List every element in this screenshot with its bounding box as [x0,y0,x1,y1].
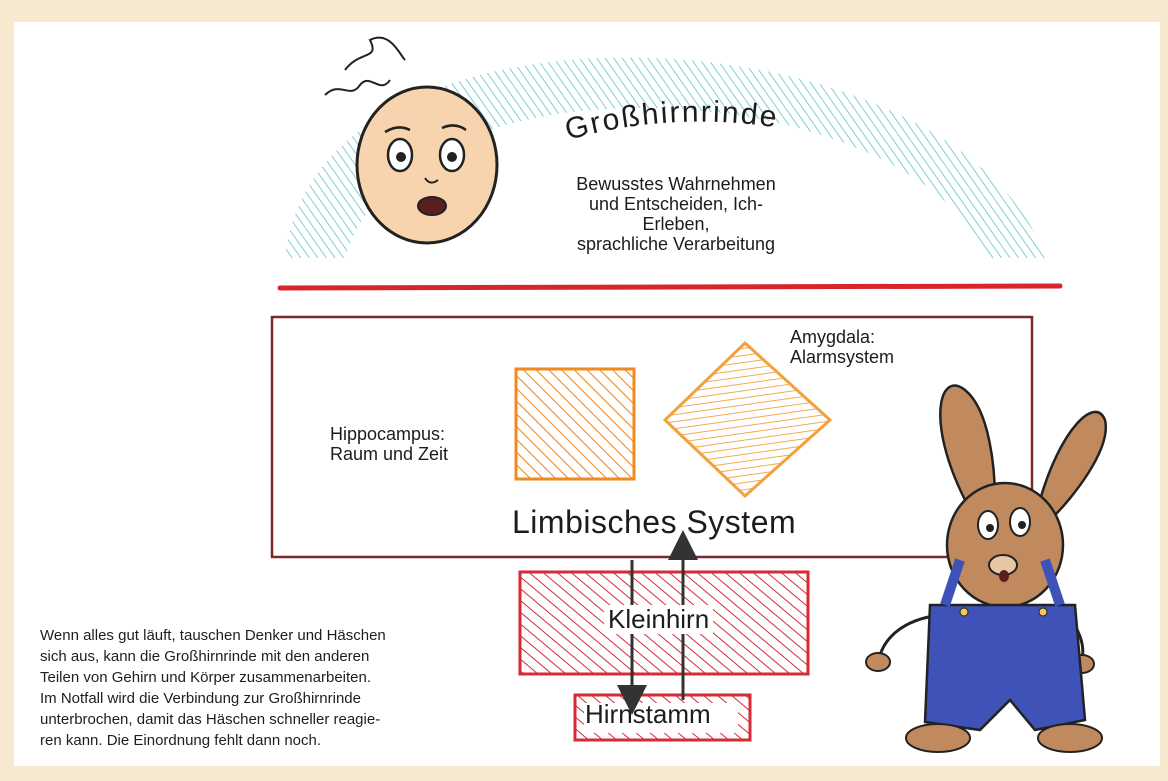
divider-line [280,286,1060,288]
cortex-description-line: sprachliche Verarbeitung [556,234,796,254]
limbic-system-title: Limbisches System [512,505,796,541]
cortex-title-text: Großhirnrinde [562,98,781,147]
caption: Wenn alles gut läuft, tauschen Denker un… [40,625,460,751]
caption-line: unterbrochen, damit das Häschen schnelle… [40,709,460,730]
caption-line: ren kann. Die Einordnung fehlt dann noch… [40,730,460,751]
cortex-description-line: und Entscheiden, Ich-Erleben, [556,194,796,234]
amygdala-label: Amygdala: Alarmsystem [790,327,894,367]
hippocampus-label: Hippocampus: Raum und Zeit [330,424,448,464]
hippocampus-square [516,369,634,479]
hirnstamm-label: Hirnstamm [585,700,711,729]
caption-line: Im Notfall wird die Verbindung zur Großh… [40,688,460,709]
hippocampus-label-line: Raum und Zeit [330,444,448,464]
cortex-description-line: Bewusstes Wahrnehmen [556,174,796,194]
hippocampus-label-line: Hippocampus: [330,424,448,444]
cortex-description: Bewusstes Wahrnehmen und Entscheiden, Ic… [556,174,796,255]
cortex-title: Großhirnrinde [560,98,890,168]
caption-line: Wenn alles gut läuft, tauschen Denker un… [40,625,460,646]
kleinhirn-label: Kleinhirn [604,605,713,634]
bunny-icon [866,386,1106,752]
svg-text:Großhirnrinde: Großhirnrinde [562,98,781,147]
amygdala-label-line: Alarmsystem [790,347,894,367]
amygdala-label-line: Amygdala: [790,327,894,347]
caption-line: Teilen von Gehirn und Körper zusammenarb… [40,667,460,688]
caption-line: sich aus, kann die Großhirnrinde mit den… [40,646,460,667]
